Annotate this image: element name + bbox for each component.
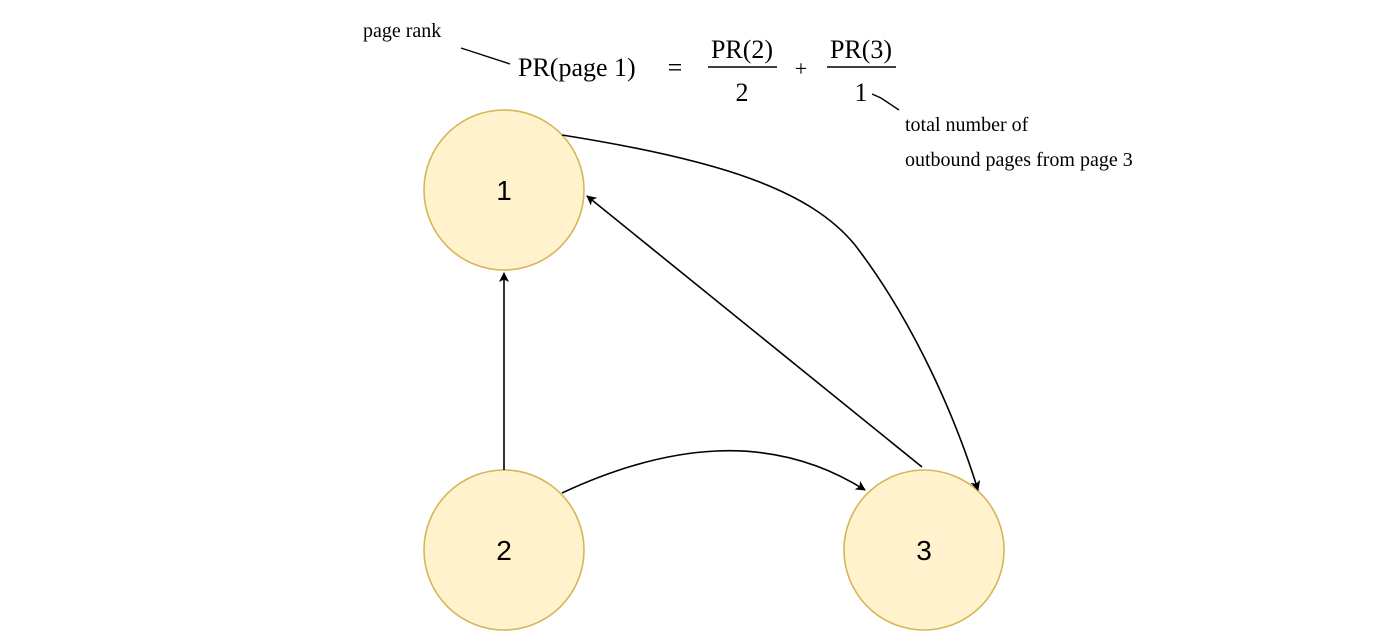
formula-term2-numerator: PR(3) <box>830 35 892 64</box>
outbound-leader-line <box>871 93 900 111</box>
edge-2-to-3 <box>561 449 866 494</box>
page-rank-leader-line <box>460 47 511 65</box>
edge-1-to-3 <box>561 134 981 491</box>
graph-node-2: 2 <box>423 469 585 631</box>
node-1-label: 1 <box>496 175 512 206</box>
graph-node-1: 1 <box>423 109 585 271</box>
formula-plus: + <box>795 56 807 81</box>
formula-term2-denominator: 1 <box>855 78 868 107</box>
formula-term1-numerator: PR(2) <box>711 35 773 64</box>
graph-node-3: 3 <box>843 469 1005 631</box>
node-3-circle <box>843 469 1005 631</box>
formula-equals: = <box>668 53 683 82</box>
node-1-circle <box>423 109 585 271</box>
node-2-label: 2 <box>496 535 512 566</box>
formula-term1-denominator: 2 <box>736 78 749 107</box>
page-rank-formula: PR(page 1) = PR(2) 2 + PR(3) 1 <box>518 35 896 107</box>
outbound-label-line2: outbound pages from page 3 <box>905 149 1133 171</box>
formula-lhs: PR(page 1) <box>518 53 636 82</box>
outbound-label-line1: total number of <box>905 114 1029 136</box>
page-rank-label: page rank <box>363 20 441 42</box>
edge-3-to-1 <box>586 195 923 468</box>
node-3-label: 3 <box>916 535 932 566</box>
